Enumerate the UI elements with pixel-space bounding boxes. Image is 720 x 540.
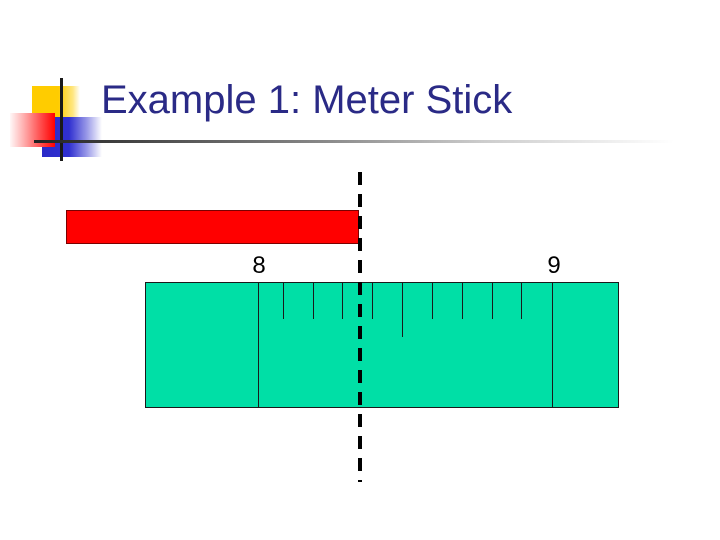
minor-tick (432, 283, 433, 319)
title-underline (34, 140, 674, 143)
measurement-dashed-line (358, 172, 362, 482)
major-tick-8 (258, 283, 259, 407)
mid-tick (402, 283, 403, 337)
ruler-label-8: 8 (252, 252, 266, 279)
meter-stick (145, 282, 619, 408)
minor-tick (342, 283, 343, 319)
minor-tick (372, 283, 373, 319)
slide-title: Example 1: Meter Stick (101, 78, 513, 122)
logo-vertical-line (60, 78, 63, 161)
ruler-label-9: 9 (547, 252, 561, 279)
minor-tick (521, 283, 522, 319)
minor-tick (462, 283, 463, 319)
logo-yellow-square (32, 86, 80, 118)
minor-tick (492, 283, 493, 319)
minor-tick (313, 283, 314, 319)
object-bar (66, 210, 359, 244)
major-tick-9 (552, 283, 553, 407)
minor-tick (283, 283, 284, 319)
